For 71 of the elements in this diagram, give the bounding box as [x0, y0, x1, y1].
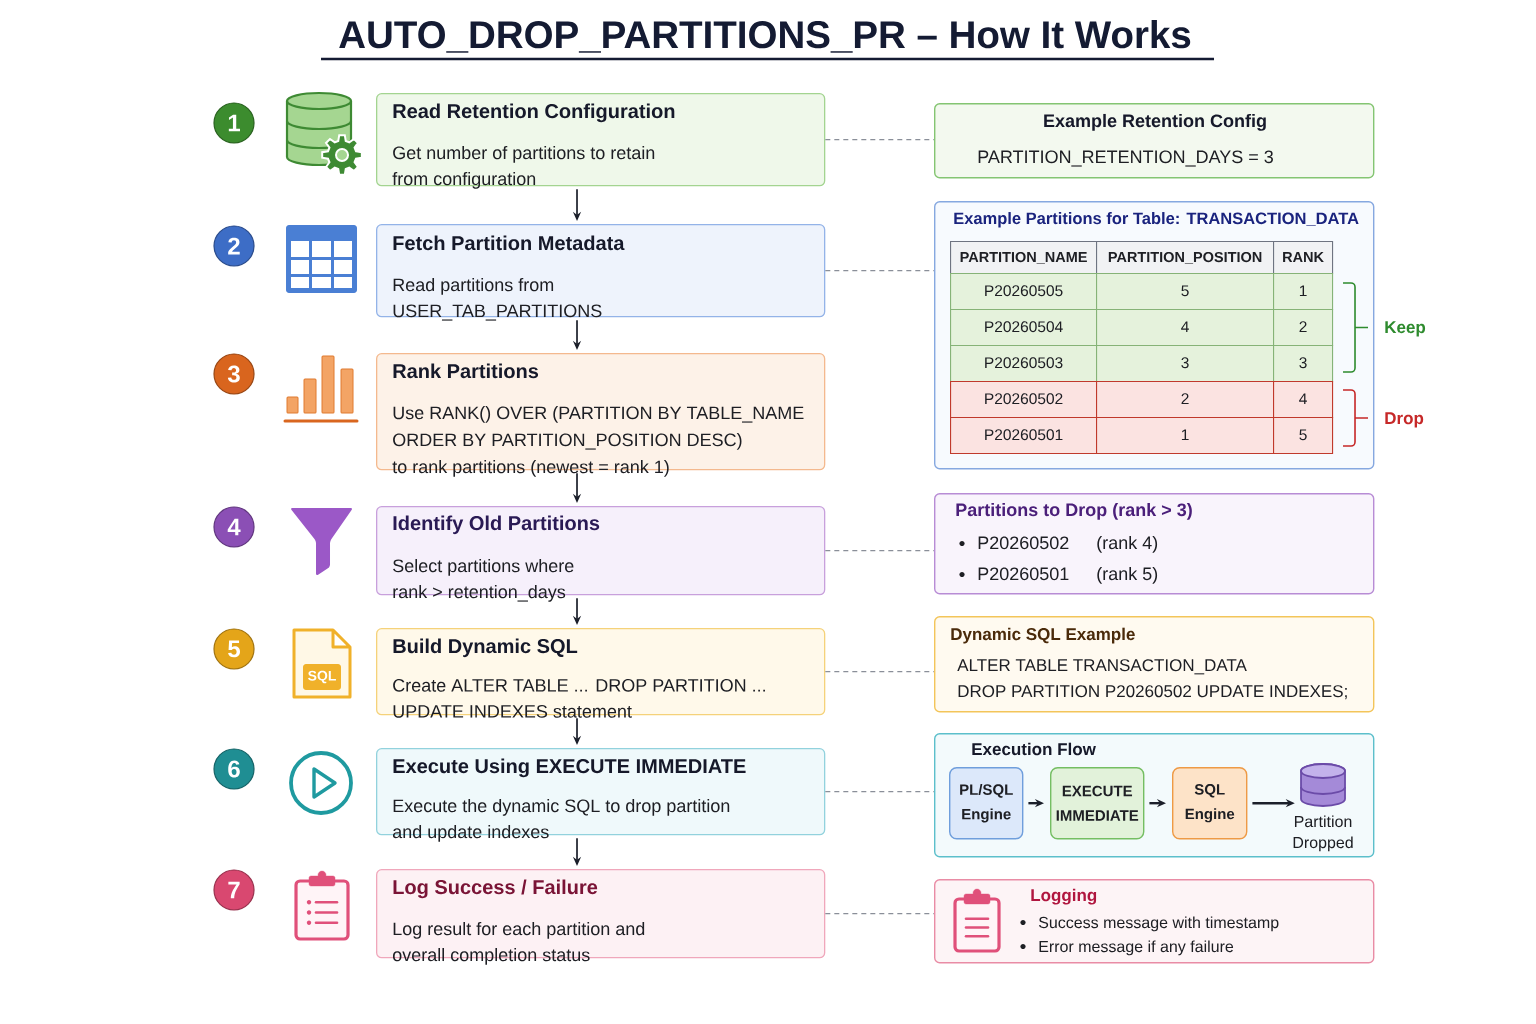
process-box: EXECUTE IMMEDIATE [1050, 767, 1145, 840]
table-cell: 3 [1273, 345, 1334, 383]
table-cell: PARTITION_NAME [950, 241, 1098, 275]
panel-title: Example Partitions for Table: TRANSACTION_DATA [954, 212, 1359, 228]
step-title: Rank Partitions [393, 363, 539, 379]
table-cell: P20260501 [950, 417, 1098, 455]
node-caption: Partition Dropped [1293, 815, 1353, 852]
step-title: Identify Old Partitions [393, 515, 600, 535]
step-box [376, 748, 826, 842]
dashed-connector [824, 913, 935, 915]
partition-name: P20260501 [978, 567, 1069, 581]
panel-box [934, 616, 1375, 713]
list-item: Error message if any failure [1039, 940, 1234, 956]
rank-note: (rank 5) [1097, 566, 1158, 584]
table-cell: P20260502 [950, 381, 1098, 419]
step-number: 1 [213, 102, 255, 144]
step-box [376, 506, 826, 602]
step-description: Select partitions where rank > retention_days [393, 559, 574, 602]
partition-name: P20260502 [978, 536, 1069, 550]
process-box: SQL Engine [1172, 767, 1248, 840]
step-title: Fetch Partition Metadata [393, 235, 625, 251]
config-setting: PARTITION_RETENTION_DAYS = 3 [978, 150, 1273, 167]
step-number: 5 [213, 628, 255, 670]
step-box [376, 224, 826, 321]
step-number: 7 [213, 869, 255, 911]
table-cell: RANK [1273, 241, 1334, 275]
panel-box [934, 879, 1375, 964]
step-title: Read Retention Configuration [393, 103, 675, 123]
panel-box [934, 103, 1375, 179]
table-cell: P20260504 [950, 309, 1098, 347]
step-title: Build Dynamic SQL [393, 638, 578, 658]
step-box [376, 869, 826, 965]
table-cell: 4 [1273, 381, 1334, 419]
panel-title: Execution Flow [972, 742, 1096, 756]
panel-title: Partitions to Drop (rank > 3) [956, 502, 1192, 520]
dashed-connector [824, 791, 935, 793]
step-description: Create ALTER TABLE ... DROP PARTITION ... UPDATE INDEXES statement [393, 679, 765, 718]
step-description: Execute the dynamic SQL to drop partition and update indexes [393, 799, 730, 842]
process-box: PL/SQL Engine [949, 767, 1024, 840]
step-title: Execute Using EXECUTE IMMEDIATE [393, 758, 746, 778]
title: AUTO_DROP_PARTITIONS_PR – How It Works [339, 20, 1191, 53]
step-box [376, 93, 826, 189]
panel-title: Logging [1031, 888, 1097, 905]
step-description: Log result for each partition and overall completion status [392, 922, 645, 965]
dashed-connector [824, 671, 935, 673]
step-number: 4 [213, 506, 255, 548]
rank-note: (rank 4) [1097, 535, 1158, 553]
code-line: ALTER TABLE TRANSACTION_DATA [957, 659, 1247, 675]
table-cell: 2 [1273, 309, 1334, 347]
table-cell: P20260505 [950, 273, 1098, 311]
step-title: Log Success / Failure [393, 879, 598, 899]
list-item: Success message with timestamp [1038, 916, 1279, 932]
table-cell: 5 [1273, 417, 1334, 455]
table-cell: 1 [1273, 273, 1334, 311]
step-number: 3 [213, 353, 255, 395]
step-number: 6 [213, 748, 255, 790]
panel-box [934, 493, 1375, 595]
step-description: Get number of partitions to retain from configuration [392, 146, 655, 189]
file-badge: SQL [303, 664, 341, 690]
dashed-connector [824, 270, 935, 272]
dashed-connector [824, 550, 935, 552]
step-box [376, 628, 826, 718]
step-box [376, 353, 826, 477]
dashed-connector [824, 139, 935, 141]
panel-title: Example Retention Config [1044, 113, 1266, 131]
panel-title: Dynamic SQL Example [951, 627, 1135, 644]
table-cell: P20260503 [950, 345, 1098, 383]
code-line: DROP PARTITION P20260502 UPDATE INDEXES; [958, 685, 1347, 700]
step-number: 2 [213, 225, 255, 267]
step-description: Use RANK() OVER (PARTITION BY TABLE_NAME ORDER BY PARTITION_POSITION DESC) to rank partitions (newest = rank 1) [392, 406, 804, 477]
step-description: Read partitions from USER_TAB_PARTITIONS [393, 278, 602, 321]
